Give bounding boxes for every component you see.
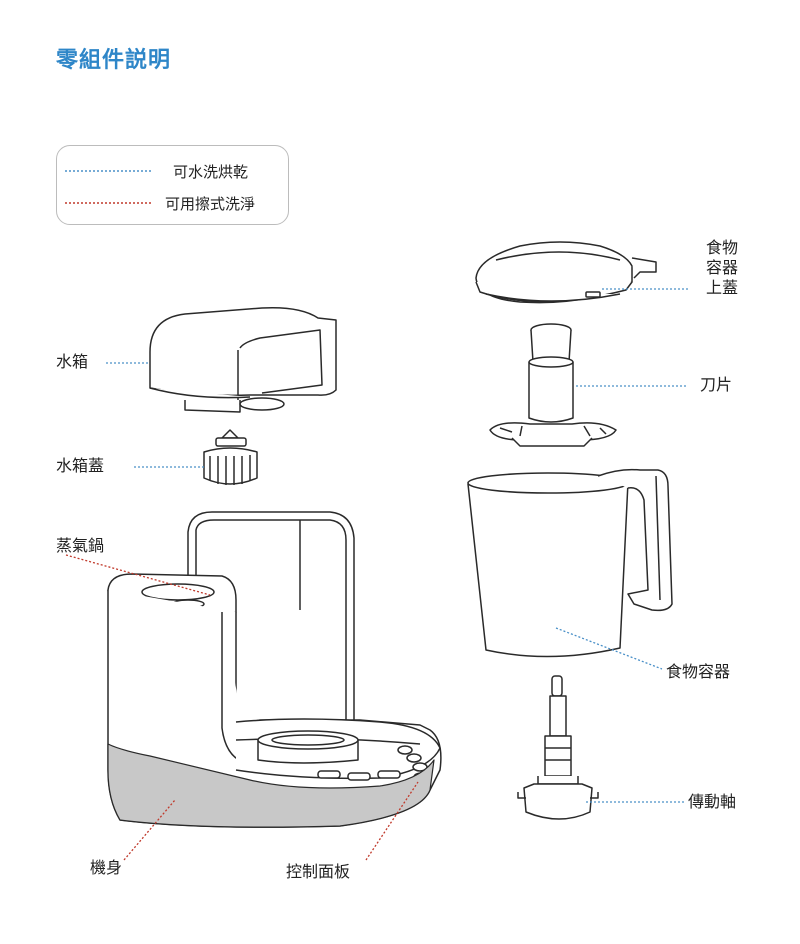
legend-washable-label: 可水洗烘乾 — [173, 163, 249, 181]
drive-shaft — [517, 675, 599, 820]
label-lid: 食物 容器 上蓋 — [698, 238, 738, 298]
label-body: 機身 — [90, 858, 123, 877]
label-lid-line1: 食物 — [705, 238, 738, 257]
leader-food-container — [555, 627, 663, 670]
legend-lines — [65, 170, 152, 204]
body-base-shade — [107, 743, 435, 828]
legend-wipe-label: 可用擦式洗淨 — [165, 195, 256, 213]
food-container-lid — [475, 241, 657, 304]
legend: 可水洗烘乾 可用擦式洗淨 — [56, 145, 289, 225]
blade-assembly — [489, 323, 617, 447]
label-steamer: 蒸氣鍋 — [56, 536, 105, 555]
label-blade: 刀片 — [700, 375, 733, 394]
label-lid-line3: 上蓋 — [705, 278, 738, 297]
label-lid-line2: 容器 — [705, 258, 738, 277]
label-water-tank-cap: 水箱蓋 — [56, 456, 105, 475]
label-food-container: 食物容器 — [666, 662, 731, 681]
label-drive-shaft: 傳動軸 — [688, 792, 737, 811]
water-tank-cap — [203, 429, 258, 485]
label-water-tank: 水箱 — [56, 352, 89, 371]
page-title: 零組件説明 — [56, 48, 172, 73]
water-tank — [149, 306, 337, 413]
leader-steamer — [65, 554, 211, 596]
leader-body — [123, 799, 176, 861]
label-control-panel: 控制面板 — [286, 862, 351, 881]
food-container — [467, 468, 673, 658]
